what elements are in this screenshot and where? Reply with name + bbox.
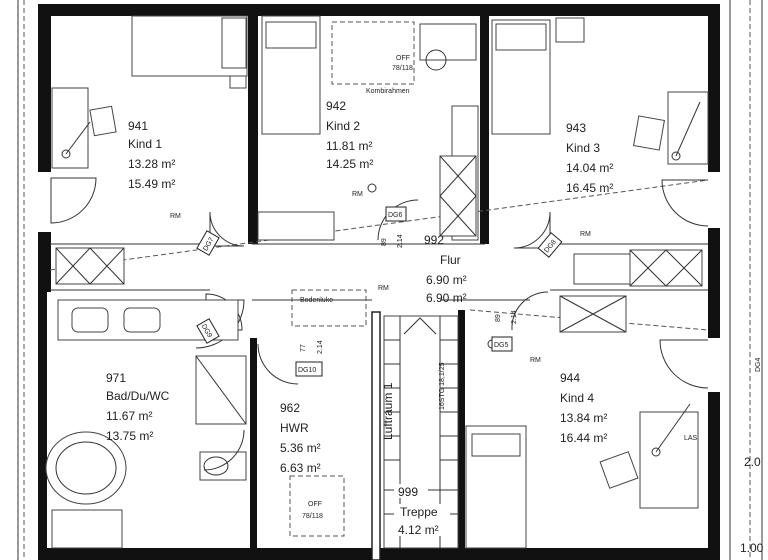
room-number: 943 bbox=[566, 121, 586, 135]
room-name: Bad/Du/WC bbox=[106, 389, 170, 403]
door-tag-dg5: DG5 bbox=[494, 342, 509, 349]
room-area-net: 13.84 m² bbox=[560, 411, 607, 425]
door-tag-dg10: DG10 bbox=[298, 367, 316, 374]
door-tag-list: DG6 DG7 DG8 DG9 DG5 DG10 bbox=[196, 206, 563, 377]
off-bottom-size: 78/118 bbox=[302, 513, 323, 520]
room-number: 971 bbox=[106, 371, 126, 385]
rm-label-hall: RM bbox=[378, 285, 389, 292]
rm-label-942: RM bbox=[352, 191, 363, 198]
room-943: 943 Kind 3 14.04 m² 16.45 m² bbox=[566, 121, 613, 195]
door-dim-77: 77 bbox=[300, 344, 307, 352]
room-999: 999 Treppe 4.12 m² bbox=[394, 484, 450, 537]
room-number: 942 bbox=[326, 99, 346, 113]
room-962: 962 HWR 5.36 m² 6.63 m² bbox=[280, 401, 321, 475]
room-name: Kind 1 bbox=[128, 137, 162, 151]
rm-label-944: RM bbox=[530, 357, 541, 364]
door-dim-214-hwr: 2.14 bbox=[317, 340, 324, 354]
bodenluke-label: Bodenluke bbox=[300, 297, 333, 304]
edge-dg4: DG4 bbox=[755, 358, 762, 373]
off-top-size: 78/118 bbox=[392, 65, 413, 72]
room-area-gross: 15.49 m² bbox=[128, 177, 175, 191]
door-dim-214-k4: 2.14 bbox=[511, 310, 518, 324]
room-area-gross: 6.63 m² bbox=[280, 461, 321, 475]
kind4-furniture bbox=[465, 295, 709, 549]
kind3-furniture bbox=[491, 17, 709, 287]
right-margin-lines bbox=[729, 0, 763, 560]
door-dimensions: 89 2.14 77 2.14 89 2.14 bbox=[300, 234, 518, 354]
hall-lines bbox=[49, 179, 709, 331]
room-name: Flur bbox=[440, 253, 461, 267]
stair-spec: 16STG 18,1/25 bbox=[439, 362, 446, 410]
room-number: 999 bbox=[398, 485, 418, 499]
edge-dim-1: 1.00 bbox=[740, 541, 764, 555]
left-margin-lines bbox=[17, 0, 25, 560]
room-name: Kind 2 bbox=[326, 119, 360, 133]
room-942: 942 Kind 2 11.81 m² 14.25 m² bbox=[326, 99, 373, 171]
room-number: 941 bbox=[128, 119, 148, 133]
room-area-gross: 14.25 m² bbox=[326, 157, 373, 171]
room-area-gross: 16.44 m² bbox=[560, 431, 607, 445]
room-area-net: 13.28 m² bbox=[128, 157, 175, 171]
rm-label-943: RM bbox=[580, 231, 591, 238]
las-label: LAS bbox=[684, 435, 698, 442]
room-area-net: 5.36 m² bbox=[280, 441, 321, 455]
kind2-furniture bbox=[257, 15, 479, 241]
kind1-furniture bbox=[50, 15, 248, 285]
room-name: HWR bbox=[280, 421, 309, 435]
edge-dim-2: 2.0 bbox=[744, 455, 761, 469]
room-number: 992 bbox=[424, 233, 444, 247]
room-number: 962 bbox=[280, 401, 300, 415]
door-dim-89: 89 bbox=[381, 238, 388, 246]
room-name: Treppe bbox=[400, 505, 438, 519]
rm-label-941: RM bbox=[170, 213, 181, 220]
room-area-net: 11.67 m² bbox=[106, 409, 152, 423]
room-992: 992 Flur 6.90 m² 6.90 m² bbox=[424, 233, 467, 305]
kombirahmen-label: Kombirahmen bbox=[366, 88, 410, 95]
hwr-furniture bbox=[257, 289, 367, 537]
inner-walls bbox=[248, 4, 489, 560]
room-number: 944 bbox=[560, 371, 580, 385]
room-area-gross: 16.45 m² bbox=[566, 181, 613, 195]
door-dim-214: 2.14 bbox=[397, 234, 404, 248]
room-area-gross: 13.75 m² bbox=[106, 429, 153, 443]
door-dim-89-k4: 89 bbox=[495, 314, 502, 322]
off-bottom-label: OFF bbox=[308, 501, 322, 508]
door-tag-dg6: DG6 bbox=[388, 212, 403, 219]
room-944: 944 Kind 4 13.84 m² 16.44 m² bbox=[560, 371, 607, 445]
room-name: Kind 4 bbox=[560, 391, 594, 405]
room-area-gross: 6.90 m² bbox=[426, 291, 467, 305]
room-area: 4.12 m² bbox=[398, 523, 439, 537]
off-top-label: OFF bbox=[396, 55, 410, 62]
room-941: 941 Kind 1 13.28 m² 15.49 m² bbox=[128, 119, 175, 191]
room-area-net: 6.90 m² bbox=[426, 273, 467, 287]
room-area-net: 11.81 m² bbox=[326, 139, 372, 153]
luftraum-label: Luftraum 1 bbox=[381, 382, 395, 440]
room-971: 971 Bad/Du/WC 11.67 m² 13.75 m² bbox=[106, 371, 170, 443]
room-area-net: 14.04 m² bbox=[566, 161, 613, 175]
room-name: Kind 3 bbox=[566, 141, 600, 155]
